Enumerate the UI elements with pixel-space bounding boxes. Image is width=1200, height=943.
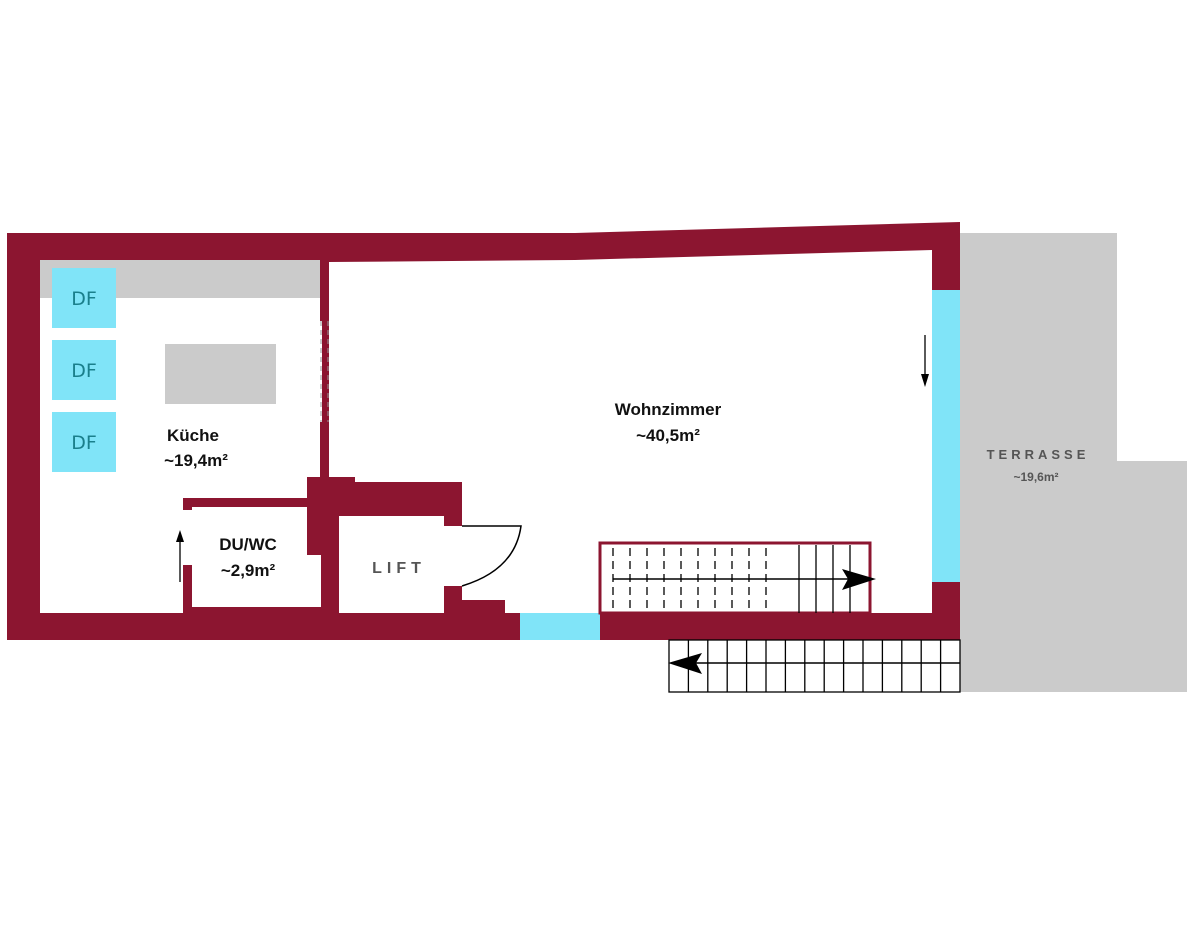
stair-outline [668,639,961,693]
skylight: DF [52,340,116,400]
glass-partition [320,321,329,422]
room-name-living: Wohnzimmer [615,400,722,419]
room-name-terrace: TERRASSE [987,447,1090,462]
terrace-area [960,233,1187,692]
lift-door-swing [461,525,522,587]
bathroom-wall [183,565,192,613]
room-area-terrace: ~19,6m² [1013,470,1058,484]
window-right [932,290,960,582]
core-wall [307,477,462,617]
skylight-label: DF [71,432,97,454]
partition-wall [320,260,329,321]
lift-wall [444,586,505,613]
room-area-bathroom: ~2,9m² [221,561,276,580]
window-bottom [520,613,600,640]
door-arrow-icon [921,335,929,387]
partition-wall [320,422,329,482]
room-area-kitchen: ~19,4m² [164,451,228,470]
stair-outline [598,541,872,615]
bathroom-wall [183,498,192,510]
skylight: DF [52,412,116,472]
arrow-right-icon [842,569,876,590]
skylight-label: DF [71,360,97,382]
living-floor [329,250,932,613]
skylight: DF [52,268,116,328]
bathroom-wall [183,607,339,617]
door-arrow-icon [176,530,184,582]
bathroom-wall [183,498,307,507]
staircase-up [598,541,876,615]
lift-wall [339,613,520,640]
kitchen-island [165,344,276,404]
staircase-down [668,639,961,693]
lift-label: LIFT [372,560,426,577]
room-name-bathroom: DU/WC [219,535,277,554]
skylight-label: DF [71,288,97,310]
arrow-left-icon [668,653,702,674]
room-area-living: ~40,5m² [636,426,700,445]
room-name-kitchen: Küche [167,426,219,445]
